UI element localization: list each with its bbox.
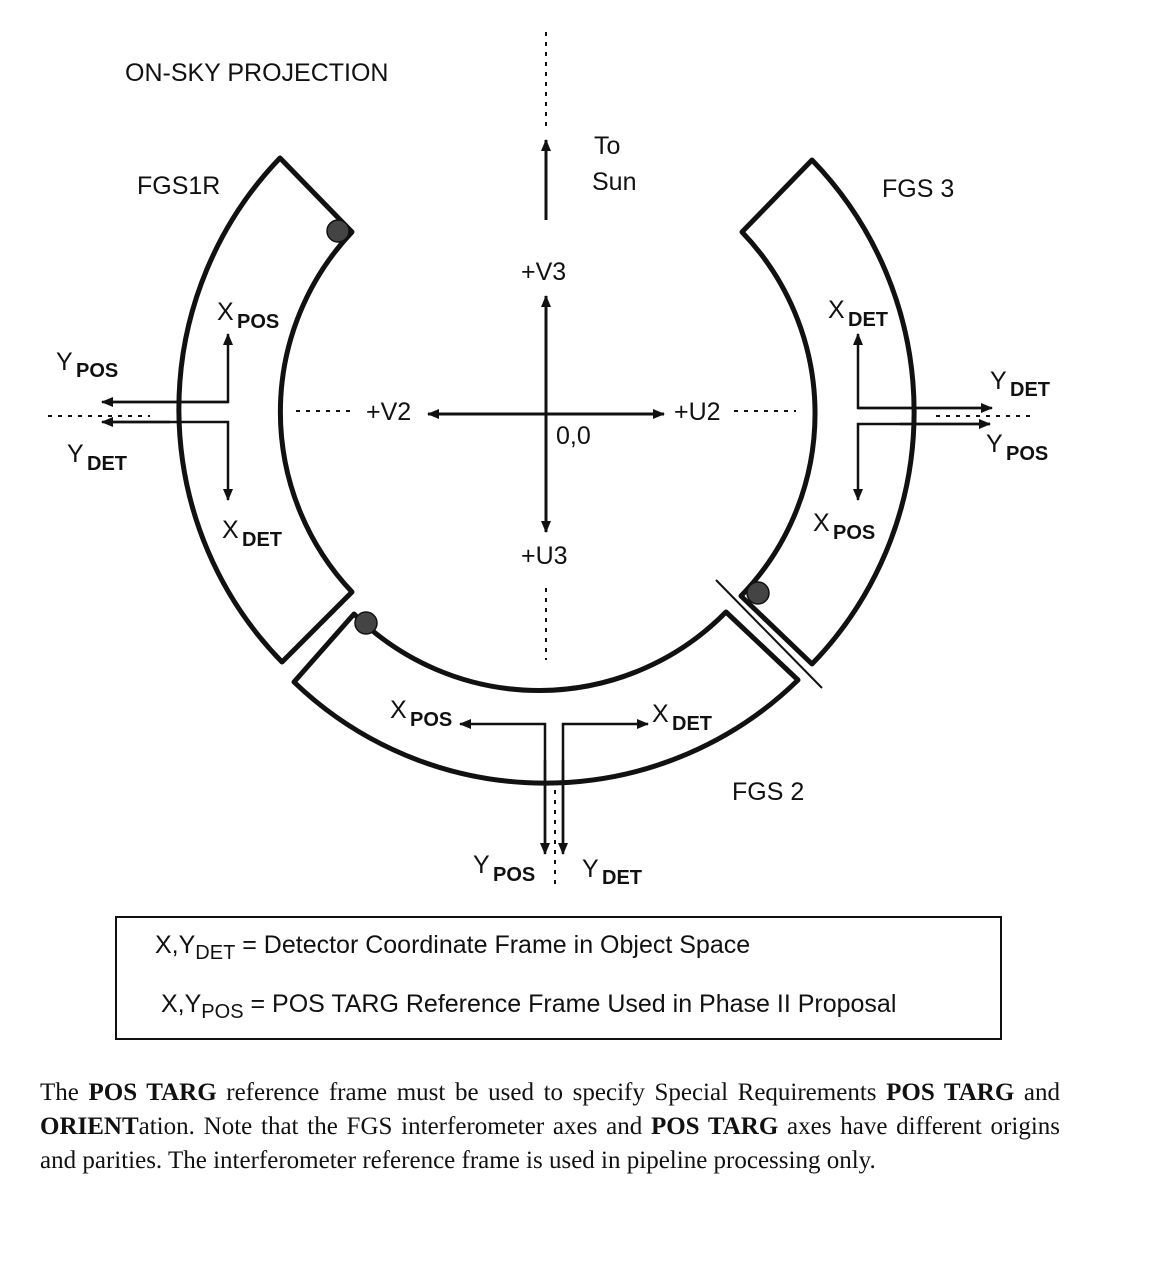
fgs2-origin-dot (354, 611, 378, 635)
caption-b3: ORIENT (40, 1113, 139, 1140)
fgs2-ypos-label: Y POS (473, 851, 535, 886)
fgs2-xdet-label: X DET (652, 700, 712, 735)
fgs2-ydet-label: Y DET (582, 855, 642, 889)
fgs2-sector (291, 609, 801, 786)
svg-text:DET: DET (672, 713, 712, 735)
fgs3-ydet-label: Y DET (990, 367, 1050, 401)
legend-pos-prefix: X,Y (161, 990, 202, 1018)
sun-label-sun: Sun (592, 168, 636, 196)
fgs1r-label: FGS1R (137, 172, 220, 200)
svg-text:POS: POS (76, 360, 118, 382)
fgs3-sector (738, 157, 917, 667)
svg-text:X: X (390, 696, 407, 724)
v2-label: +V2 (366, 398, 411, 426)
svg-text:X: X (222, 516, 239, 544)
svg-text:DET: DET (242, 529, 282, 551)
fgs1r-xpos-label: X POS (217, 298, 279, 333)
fgs1r-sector (176, 155, 355, 665)
svg-text:POS: POS (237, 311, 279, 333)
legend-det-sub: DET (195, 942, 236, 964)
fgs2-xdet-axis (561, 719, 649, 850)
caption-b4: POS TARG (650, 1113, 779, 1140)
caption-t1: The (40, 1079, 89, 1106)
svg-text:Y: Y (56, 348, 73, 376)
fgs1r-ydet-label: Y DET (67, 440, 127, 475)
fgs2-label: FGS 2 (732, 778, 804, 806)
fgs1r-ypos-label: Y POS (56, 348, 118, 382)
fgs3-separator-line (715, 579, 823, 689)
u2-label: +U2 (674, 398, 721, 426)
origin-label: 0,0 (556, 422, 591, 450)
sun-label-to: To (594, 132, 620, 160)
caption-t4: ation. Note that the FGS interferometer … (138, 1113, 651, 1140)
fgs3-origin-dot (746, 581, 770, 605)
svg-text:POS: POS (833, 522, 875, 544)
svg-text:X: X (652, 700, 669, 728)
svg-text:DET: DET (848, 309, 888, 331)
svg-text:X: X (217, 298, 234, 326)
svg-text:X: X (813, 509, 830, 537)
fgs3-label: FGS 3 (882, 175, 954, 203)
svg-text:Y: Y (990, 367, 1007, 395)
svg-text:Y: Y (473, 851, 490, 879)
legend-pos-sub: POS (201, 1001, 244, 1023)
svg-text:DET: DET (1010, 379, 1050, 401)
legend-pos-text: = POS TARG Reference Frame Used in Phase… (243, 990, 897, 1018)
fgs1r-origin-dot (326, 219, 350, 243)
legend-det-prefix: X,Y (155, 931, 196, 959)
fgs3-xpos-axis (853, 422, 990, 501)
caption-t3: and (1014, 1079, 1060, 1106)
u3-label: +U3 (521, 542, 568, 570)
caption-t2: reference frame must be used to specify … (216, 1079, 887, 1106)
svg-text:Y: Y (582, 855, 599, 883)
legend-det-text: = Detector Coordinate Frame in Object Sp… (235, 931, 751, 959)
fgs2-xpos-axis (459, 719, 547, 850)
fgs3-xpos-label: X POS (813, 509, 875, 544)
svg-text:POS: POS (493, 864, 535, 886)
caption-t5: axes have different origins and parities… (40, 1113, 1061, 1174)
caption-b1: POS TARG (88, 1079, 217, 1106)
svg-text:DET: DET (87, 453, 127, 475)
svg-text:Y: Y (986, 430, 1003, 458)
diagram-title: ON-SKY PROJECTION (125, 59, 388, 87)
fgs1r-xpos-axis (104, 333, 233, 404)
fgs1r-xdet-label: X DET (222, 516, 282, 551)
fgs3-xdet-axis (853, 333, 990, 410)
svg-text:Y: Y (67, 440, 84, 468)
fgs3-xdet-label: X DET (828, 296, 888, 331)
fgs3-ypos-label: Y POS (986, 430, 1048, 465)
fgs2-xpos-label: X POS (390, 696, 452, 731)
svg-text:DET: DET (602, 867, 642, 889)
v3-label: +V3 (521, 258, 566, 286)
caption-b2: POS TARG (886, 1079, 1015, 1106)
legend-pos-line: X,YPOS = POS TARG Reference Frame Used i… (161, 990, 896, 1024)
legend-box (115, 916, 1002, 1040)
svg-text:X: X (828, 296, 845, 324)
svg-text:POS: POS (410, 709, 452, 731)
svg-text:POS: POS (1006, 443, 1048, 465)
caption-paragraph: The POS TARG reference frame must be use… (40, 1076, 1060, 1178)
legend-det-line: X,YDET = Detector Coordinate Frame in Ob… (155, 931, 750, 965)
